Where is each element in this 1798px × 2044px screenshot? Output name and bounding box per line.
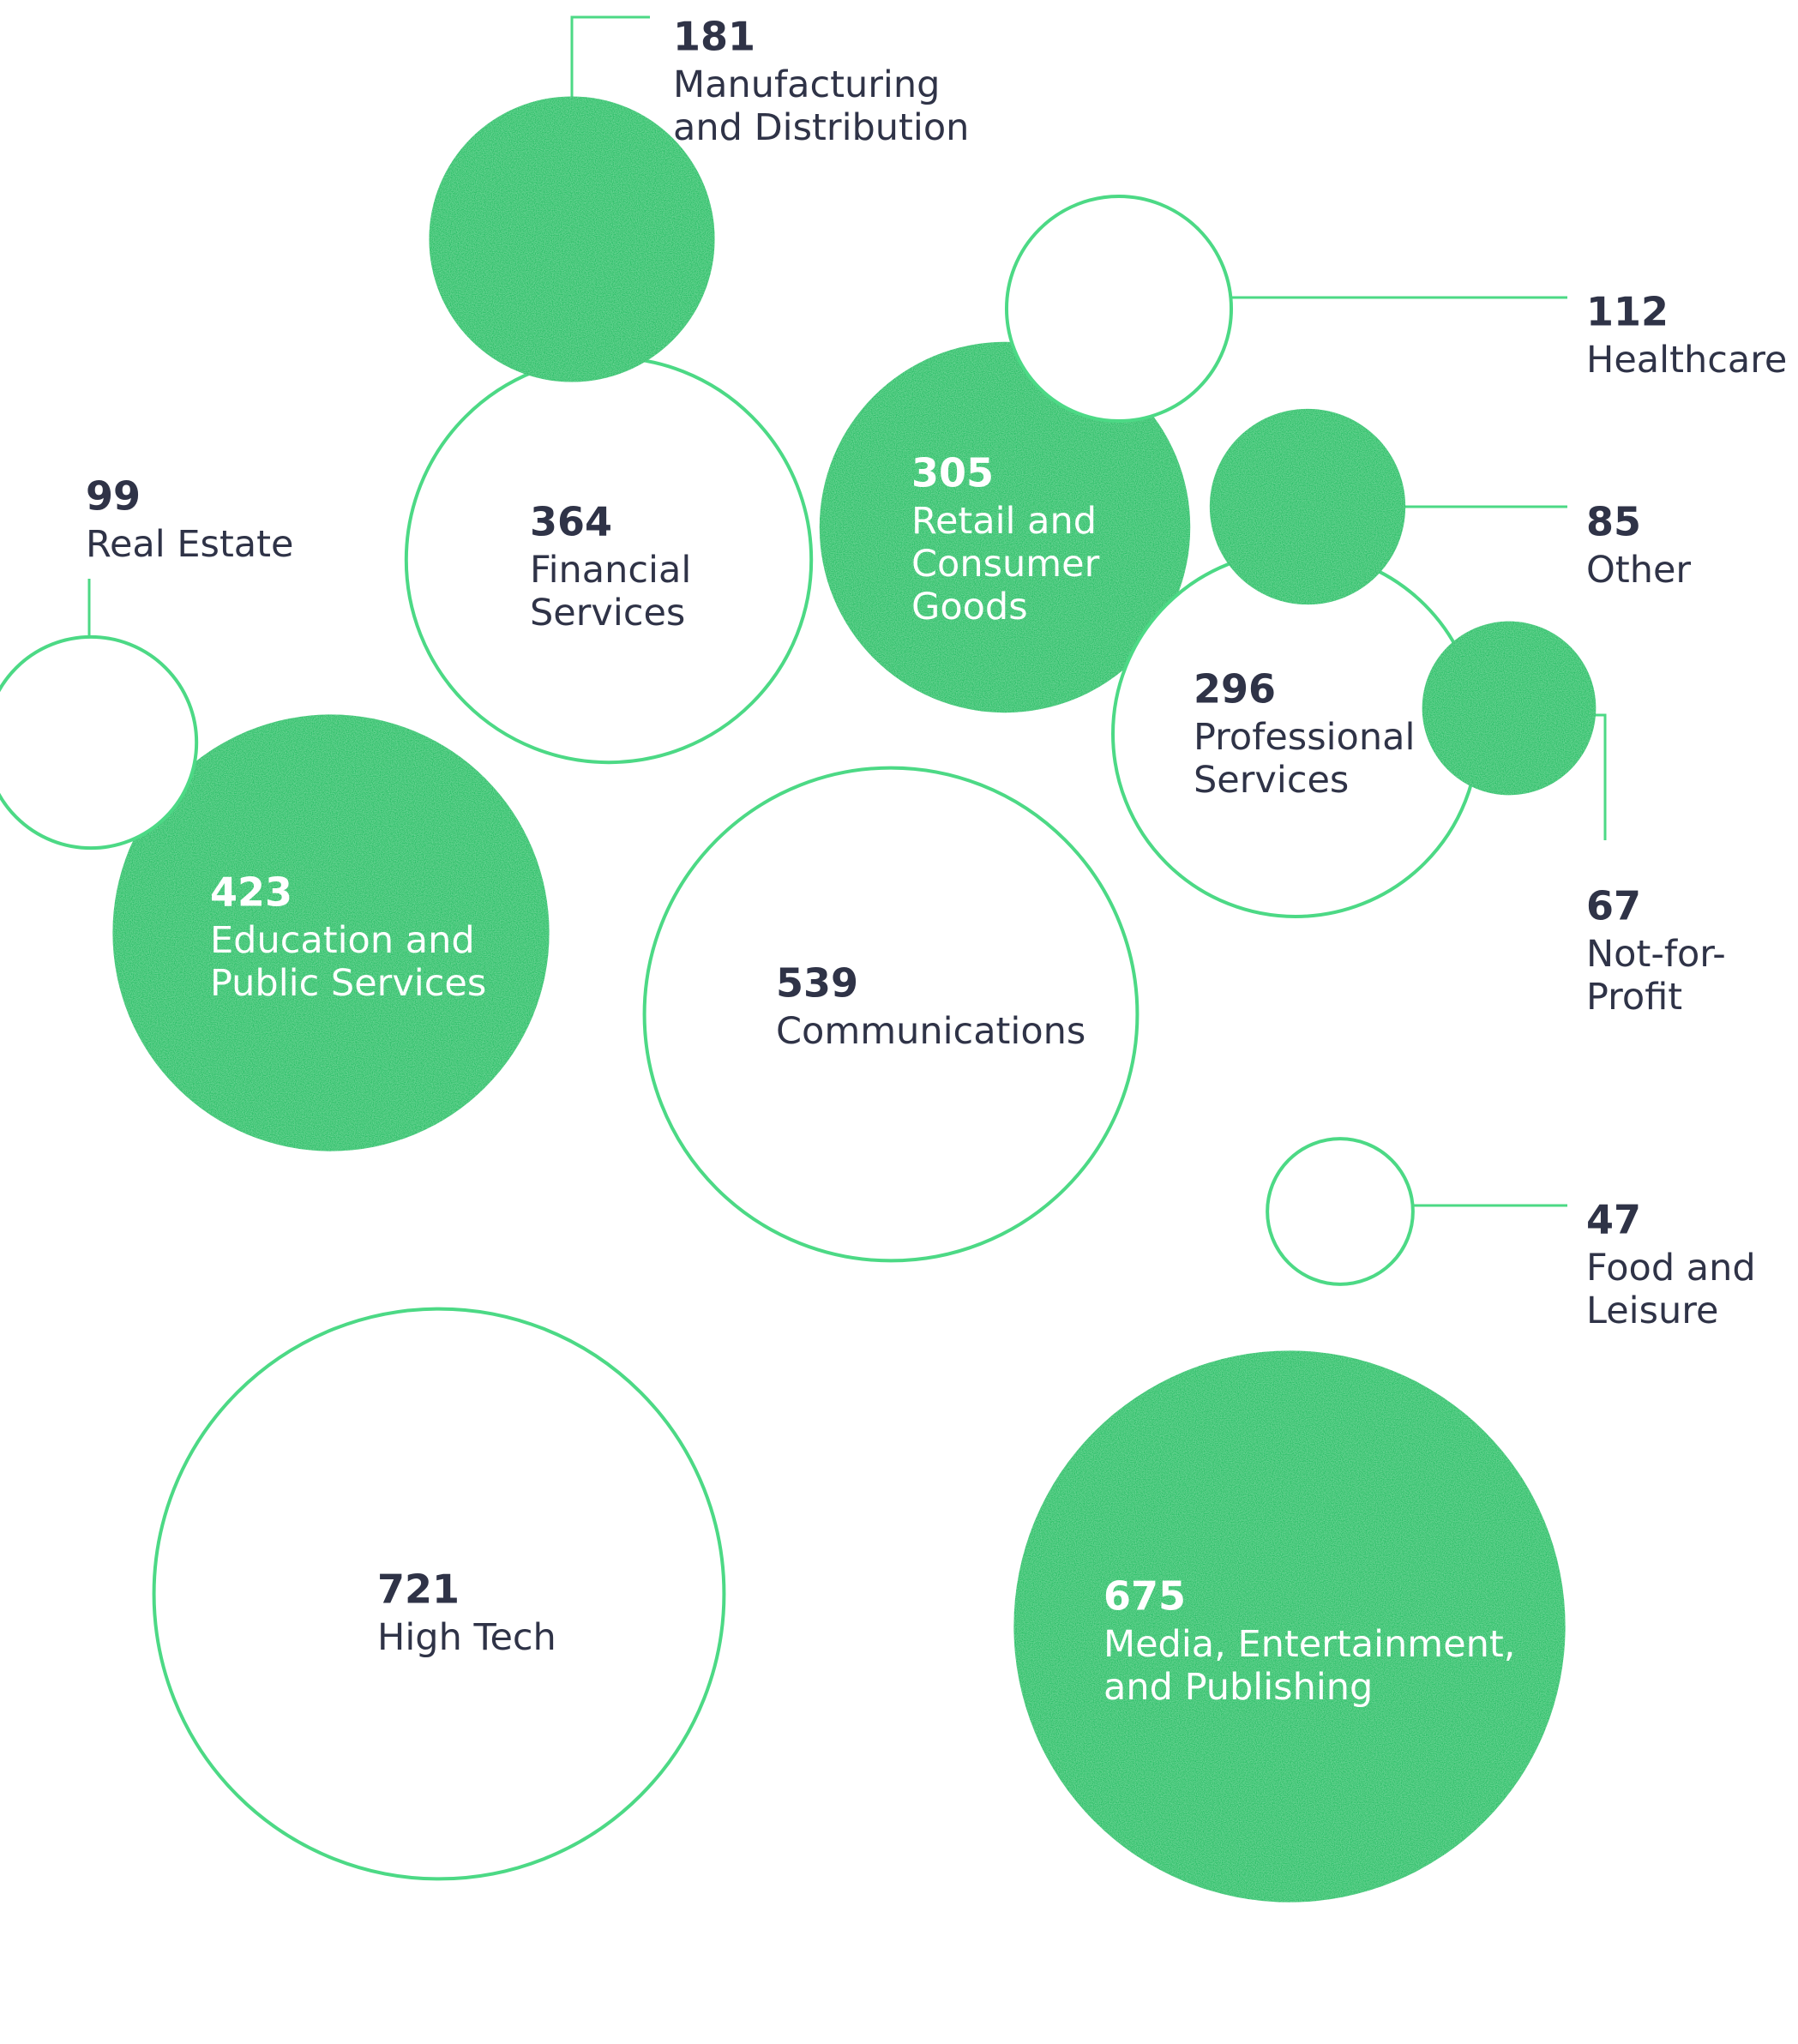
value-label: 47 xyxy=(1586,1196,1641,1242)
category-label: Retail and xyxy=(911,500,1097,543)
bubble-not-for-profit xyxy=(1422,621,1597,796)
value-label: 112 xyxy=(1586,288,1669,334)
value-label: 364 xyxy=(530,498,612,544)
category-label: Services xyxy=(1194,759,1349,802)
category-label: High Tech xyxy=(377,1616,556,1659)
value-label: 85 xyxy=(1586,498,1641,544)
bubble-high-tech xyxy=(152,1307,726,1881)
category-label: Food and xyxy=(1586,1247,1756,1290)
bubble-retail-and-consumer-goods xyxy=(819,341,1191,713)
category-label: Real Estate xyxy=(86,523,293,566)
category-label: Professional xyxy=(1194,716,1415,759)
bubble-healthcare xyxy=(1004,194,1234,424)
category-label: Profit xyxy=(1586,976,1682,1019)
bubble-other xyxy=(1209,408,1406,605)
bubble-manufacturing-and-distribution xyxy=(429,96,715,382)
category-label: Financial xyxy=(530,549,691,592)
bubbles xyxy=(0,96,1597,1903)
category-label: Not-for- xyxy=(1586,933,1726,976)
value-label: 721 xyxy=(377,1566,460,1612)
category-label: Public Services xyxy=(210,962,486,1005)
category-label: Healthcare xyxy=(1586,339,1787,382)
category-label: Manufacturing xyxy=(673,63,940,106)
value-label: 305 xyxy=(911,449,994,496)
value-label: 539 xyxy=(776,959,858,1006)
value-label: 181 xyxy=(673,13,755,59)
value-label: 67 xyxy=(1586,882,1641,929)
category-label: Goods xyxy=(911,586,1028,628)
category-label: Leisure xyxy=(1586,1290,1718,1332)
category-label: Education and xyxy=(210,919,475,962)
bubble-food-and-leisure xyxy=(1266,1137,1415,1286)
bubble-communications xyxy=(642,766,1140,1263)
bubble-real-estate xyxy=(0,634,199,851)
leader-line-manufacturing-and-distribution xyxy=(570,15,650,135)
value-label: 675 xyxy=(1103,1572,1186,1619)
bubble-education-and-public-services xyxy=(112,714,550,1151)
value-label: 99 xyxy=(86,472,141,519)
category-label: Services xyxy=(530,592,685,634)
category-label: and Publishing xyxy=(1103,1666,1373,1709)
category-label: Communications xyxy=(776,1010,1085,1053)
category-label: and Distribution xyxy=(673,106,969,149)
category-label: Media, Entertainment, xyxy=(1103,1623,1515,1666)
category-label: Other xyxy=(1586,549,1691,592)
value-label: 423 xyxy=(210,869,292,915)
value-label: 296 xyxy=(1194,665,1276,712)
bubble-media-entertainment-and-publishing xyxy=(1013,1350,1566,1903)
category-label: Consumer xyxy=(911,543,1100,586)
